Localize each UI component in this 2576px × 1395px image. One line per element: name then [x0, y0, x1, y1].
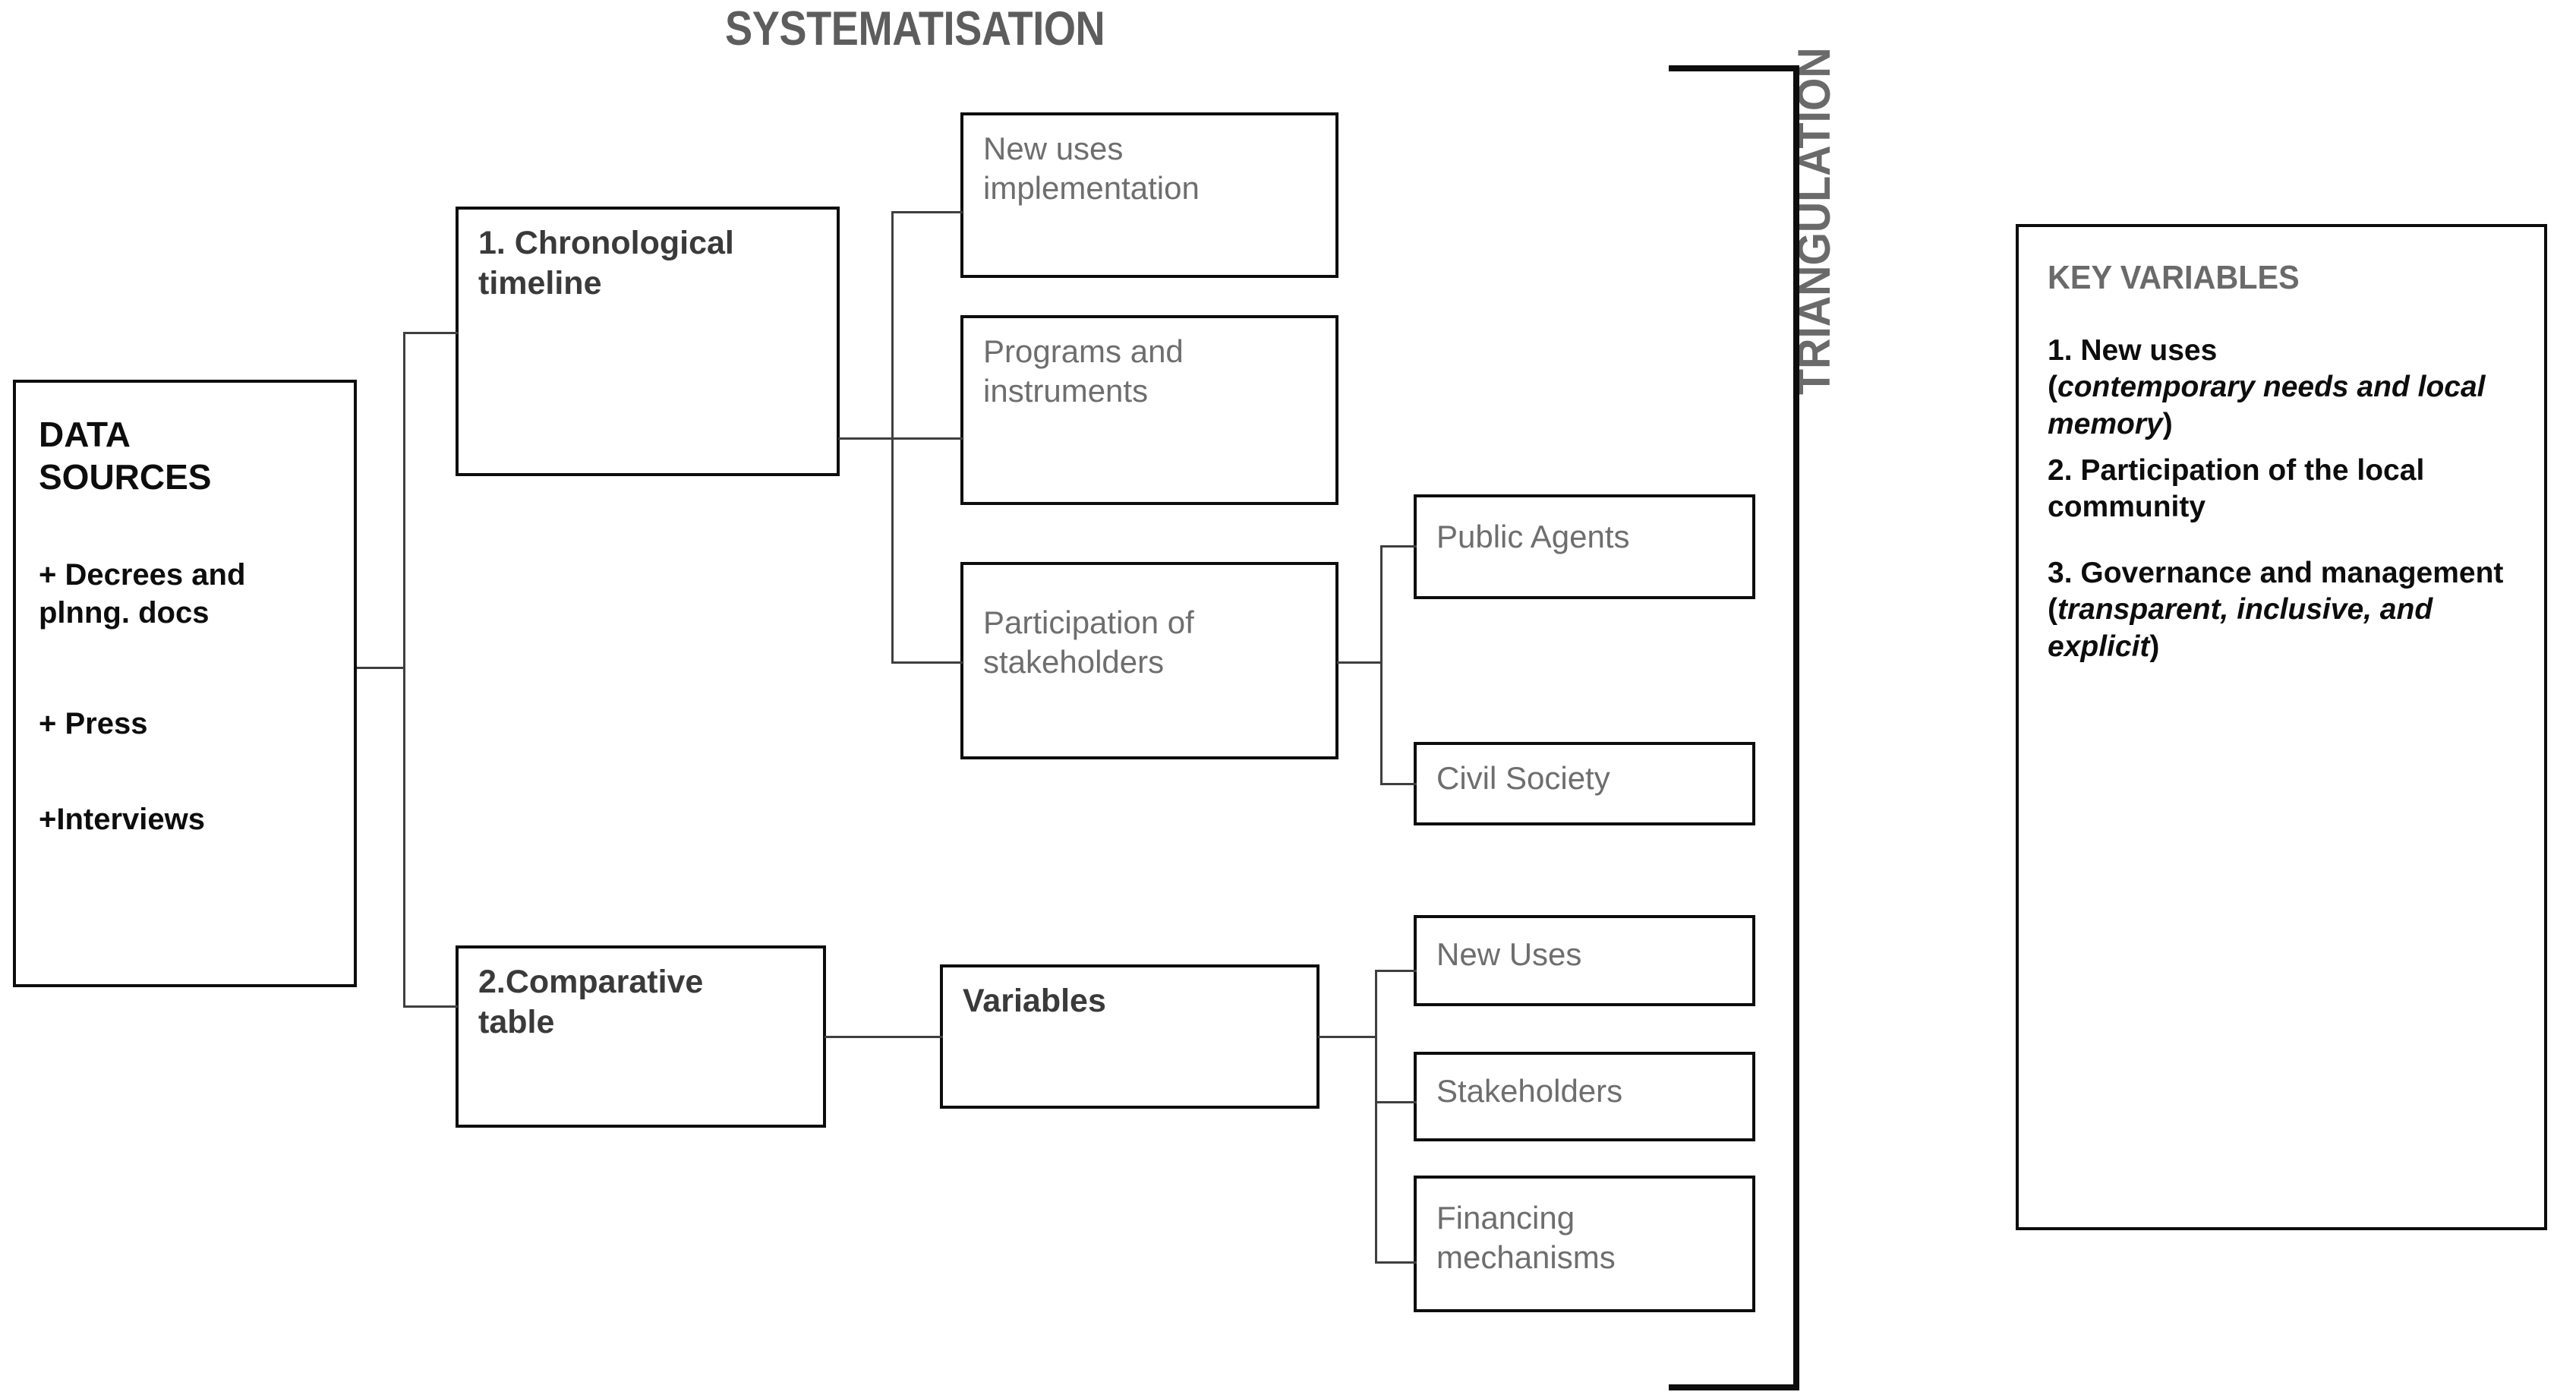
level3-box-stakeholders: Stakeholders — [1414, 1052, 1755, 1141]
key-variable-item-1-number: 1. — [2048, 334, 2081, 367]
systematisation-title: SYSTEMATISATION — [725, 2, 1105, 55]
method-box-comparative-table: 2.Comparative table — [456, 945, 826, 1128]
key-variable-item-3-paren-open: ( — [2048, 593, 2057, 626]
connector-method1-stub — [838, 437, 893, 440]
key-variable-item-3-paren-close: ) — [2149, 630, 2160, 663]
level3-box-financing-mechanisms-label: Financing mechanisms — [1436, 1200, 1616, 1276]
key-variables-box: KEY VARIABLES 1. New uses (contemporary … — [2016, 224, 2547, 1230]
connector-datasources-spine — [403, 332, 405, 1008]
key-variable-item-3-number: 3. — [2048, 557, 2081, 589]
method-box-chronological-timeline-label: 1. Chronological timeline — [478, 225, 734, 302]
connector-method1-to-new-uses — [891, 211, 963, 213]
connector-variables-spine — [1375, 970, 1377, 1264]
level2-box-variables: Variables — [940, 964, 1320, 1109]
connector-participation-to-civil-society — [1380, 783, 1417, 785]
key-variable-item-1-main: New uses — [2080, 334, 2218, 367]
data-sources-item-decrees: + Decrees and plnng. docs — [39, 558, 246, 630]
connector-method1-to-participation — [891, 661, 963, 664]
connector-variables-to-stakeholders — [1375, 1101, 1417, 1103]
level2-box-programs-and-instruments: Programs and instruments — [960, 315, 1338, 505]
level2-box-new-uses-implementation: New uses implementation — [960, 112, 1338, 278]
level3-box-new-uses: New Uses — [1414, 915, 1755, 1006]
level2-box-programs-and-instruments-label: Programs and instruments — [983, 333, 1184, 409]
level2-box-new-uses-implementation-label: New uses implementation — [983, 131, 1200, 207]
connector-participation-stub — [1337, 661, 1383, 664]
data-sources-box: DATA SOURCES + Decrees and plnng. docs +… — [13, 380, 357, 987]
connector-variables-to-new-uses — [1375, 970, 1417, 972]
level3-box-financing-mechanisms: Financing mechanisms — [1414, 1176, 1755, 1312]
key-variable-item-3-main: Governance and management — [2080, 557, 2504, 589]
key-variable-item-2-number: 2. — [2048, 454, 2081, 487]
level3-box-stakeholders-label: Stakeholders — [1436, 1073, 1623, 1109]
method-box-comparative-table-label: 2.Comparative table — [478, 964, 704, 1041]
key-variable-item-1-paren-open: ( — [2048, 371, 2057, 404]
key-variable-item-2: 2. Participation of the local community — [2048, 453, 2527, 526]
data-sources-item-interviews: +Interviews — [39, 803, 206, 836]
level3-box-civil-society-label: Civil Society — [1436, 760, 1610, 796]
level3-box-civil-society: Civil Society — [1414, 742, 1755, 825]
key-variable-item-1-paren-close: ) — [2162, 407, 2173, 440]
connector-method2-to-variables — [825, 1036, 943, 1038]
key-variable-item-1-italic: contemporary needs and local memory — [2048, 371, 2486, 440]
data-sources-item-press: + Press — [39, 707, 148, 740]
triangulation-bracket-bottom-arm — [1669, 1384, 1799, 1390]
key-variable-item-1: 1. New uses (contemporary needs and loca… — [2048, 333, 2527, 443]
level2-box-variables-label: Variables — [963, 983, 1106, 1019]
key-variables-title: KEY VARIABLES — [2048, 259, 2300, 296]
key-variable-item-3: 3. Governance and management (transparen… — [2048, 555, 2527, 665]
level3-box-new-uses-label: New Uses — [1436, 936, 1582, 972]
level3-box-public-agents: Public Agents — [1414, 494, 1755, 599]
level3-box-public-agents-label: Public Agents — [1436, 519, 1630, 554]
triangulation-bracket-spine — [1793, 65, 1799, 1390]
connector-datasources-stub — [357, 667, 405, 669]
key-variable-item-2-main: Participation of the local community — [2048, 454, 2425, 524]
connector-method1-to-programs — [891, 437, 963, 440]
triangulation-bracket-top-arm — [1669, 65, 1799, 71]
connector-variables-stub — [1318, 1036, 1377, 1038]
connector-participation-to-public-agents — [1380, 545, 1417, 548]
connector-datasources-to-method2 — [403, 1005, 458, 1008]
key-variable-item-3-italic: transparent, inclusive, and explicit — [2048, 593, 2433, 663]
connector-participation-spine — [1380, 545, 1383, 785]
level2-box-participation-of-stakeholders-label: Participation of stakeholders — [983, 604, 1194, 680]
connector-datasources-to-method1 — [403, 332, 458, 334]
data-sources-title: DATA SOURCES — [39, 415, 212, 497]
connector-variables-to-financing — [1375, 1261, 1417, 1264]
level2-box-participation-of-stakeholders: Participation of stakeholders — [960, 562, 1338, 759]
method-box-chronological-timeline: 1. Chronological timeline — [456, 207, 840, 476]
